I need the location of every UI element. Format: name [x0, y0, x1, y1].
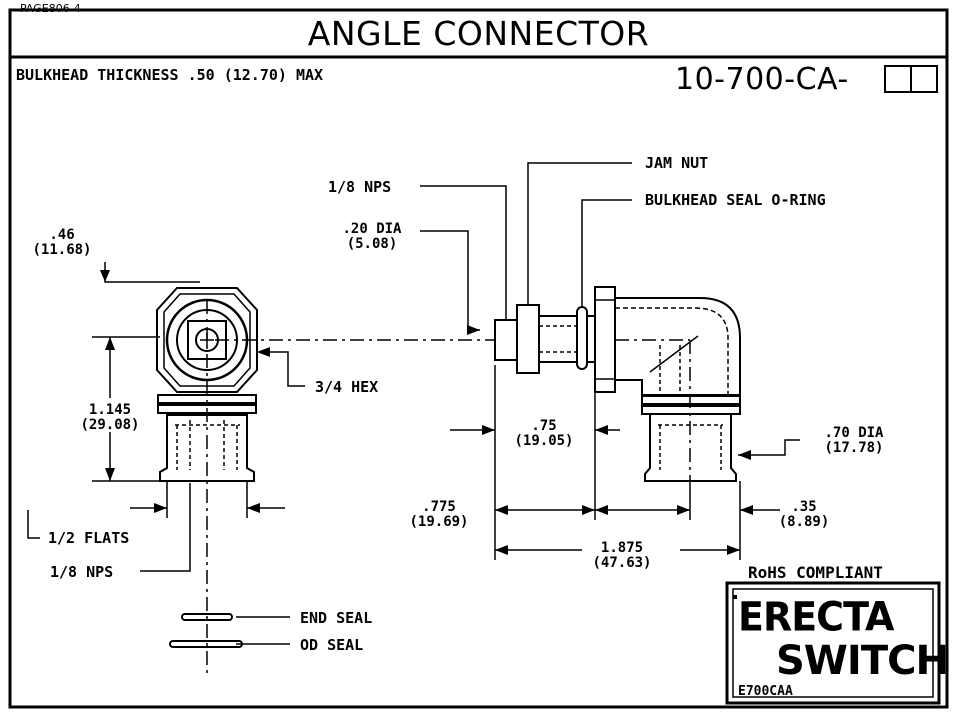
- end-seal-shape: [181, 613, 233, 621]
- dim-775-label: .775 (19.69): [394, 500, 484, 530]
- dim-35-label: .35 (8.89): [764, 500, 844, 530]
- dia-70-label: .70 DIA (17.78): [806, 426, 902, 456]
- hex-nut: [156, 287, 258, 393]
- dim-775-mm: (19.69): [409, 514, 469, 530]
- flats-label: 1/2 FLATS: [48, 529, 130, 547]
- dim-1875-label: 1.875 (47.63): [572, 541, 672, 571]
- dia-20-label: .20 DIA (5.08): [332, 222, 412, 252]
- dia-70-mm: (17.78): [824, 440, 884, 456]
- drawing-frame: [8, 8, 949, 709]
- logo-box: [725, 581, 941, 705]
- dia-20-mm: (5.08): [346, 236, 398, 252]
- rohs-label: RoHS COMPLIANT: [748, 563, 883, 582]
- jam-nut: [516, 304, 540, 374]
- arrowheads: [100, 270, 753, 555]
- part-option-box: [884, 65, 912, 93]
- dim-35-value: .35: [791, 499, 817, 515]
- part-number: 10-700-CA-: [675, 62, 849, 97]
- od-seal-shape: [169, 640, 243, 648]
- part-option-box: [910, 65, 938, 93]
- dim-1145-mm: (29.08): [80, 417, 140, 433]
- nps-top-label: 1/8 NPS: [328, 178, 392, 196]
- dim-1875-value: 1.875: [600, 540, 644, 556]
- nps-bottom-label: 1/8 NPS: [50, 563, 114, 581]
- dia-70-value: .70 DIA: [824, 425, 884, 441]
- dim-1875-mm: (47.63): [592, 555, 652, 571]
- dim-775-value: .775: [422, 499, 456, 515]
- dia-20-value: .20 DIA: [342, 221, 402, 237]
- dim-1145-value: 1.145: [88, 402, 132, 418]
- page-title: ANGLE CONNECTOR: [307, 14, 650, 53]
- body-hex: [594, 286, 616, 393]
- bulkhead-seal-label: BULKHEAD SEAL O-RING: [645, 191, 826, 209]
- logo-code: E700CAA: [738, 684, 793, 699]
- dim-46-mm: (11.68): [32, 242, 92, 258]
- side-view: [494, 286, 741, 482]
- dim-46-value: .46: [49, 227, 75, 243]
- dim-46-label: .46 (11.68): [20, 228, 104, 258]
- thread-stub: [494, 319, 518, 361]
- dim-75-mm: (19.05): [514, 433, 574, 449]
- dim-1145-label: 1.145 (29.08): [62, 403, 158, 433]
- dim-75-label: .75 (19.05): [500, 419, 588, 449]
- logo-line1: ERECTA: [738, 593, 894, 641]
- end-seal-label: END SEAL: [300, 609, 373, 627]
- od-seal-label: OD SEAL: [300, 636, 364, 654]
- logo-line2: SWITCH: [776, 638, 949, 684]
- hex-label: 3/4 HEX: [315, 378, 379, 396]
- dim-75-value: .75: [531, 418, 557, 434]
- o-ring: [576, 306, 588, 370]
- bulkhead-note: BULKHEAD THICKNESS .50 (12.70) MAX: [16, 66, 324, 84]
- jam-nut-label: JAM NUT: [645, 154, 709, 172]
- dim-35-mm: (8.89): [778, 514, 830, 530]
